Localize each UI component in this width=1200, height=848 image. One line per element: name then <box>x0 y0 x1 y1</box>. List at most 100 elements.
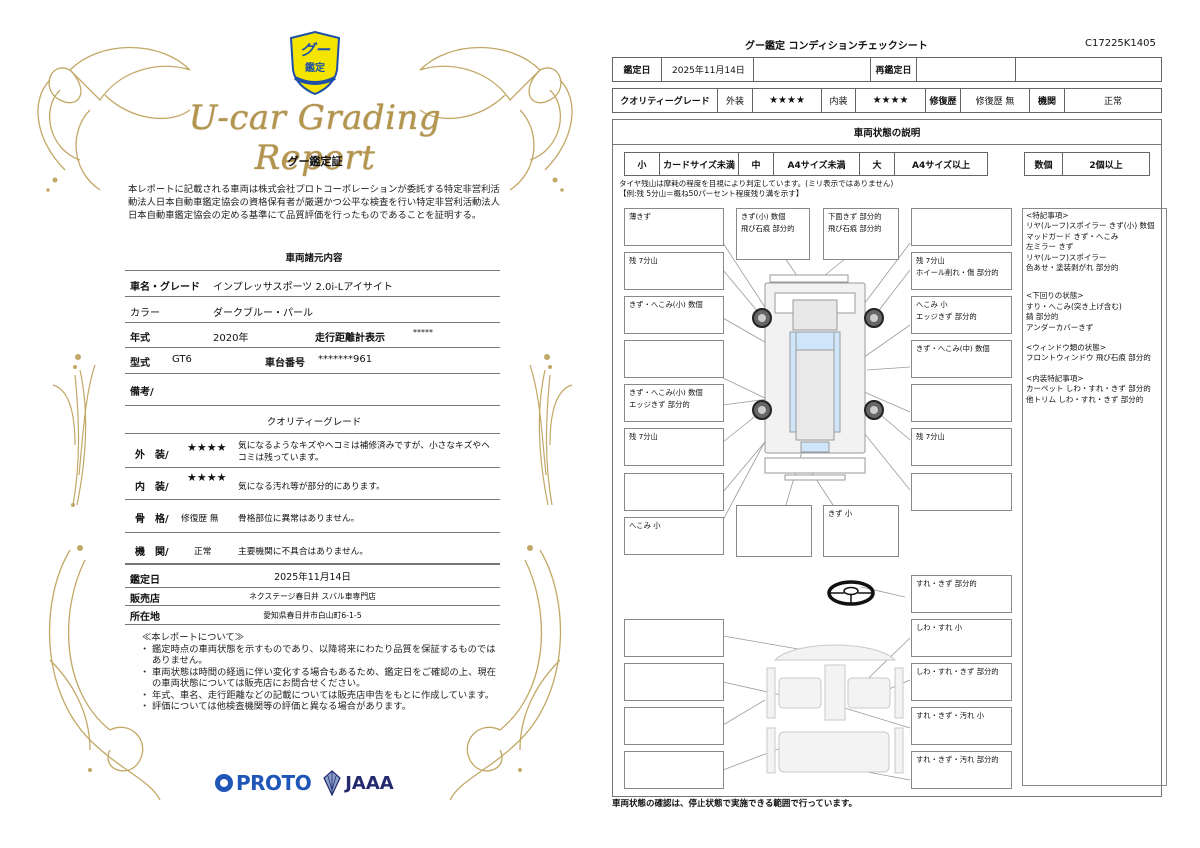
quality-exterior-desc: 気になるようなキズやヘコミは補修済みですが、小さなキズやヘコミは残っています。 <box>238 441 490 463</box>
legend-large-key: 大 <box>860 153 895 175</box>
inspection-info-table: 鑑定日 2025年11月14日 販売店 ネクステージ春日井 スバル車専門店 所在… <box>125 563 500 625</box>
dealer-value: ネクステージ春日井 スバル車専門店 <box>249 592 376 601</box>
damage-box-front-left-tire: 残 7分山 <box>624 252 724 290</box>
spec-row-model: 型式 GT6 車台番号 *******961 <box>125 347 500 373</box>
damage-text: 薄きず <box>629 212 651 221</box>
vehicle-condition-title: 車両状態の説明 <box>613 120 1161 145</box>
ornament-bottom-right-icon <box>449 545 562 801</box>
damage-text: 下面きず 部分的 <box>828 212 882 221</box>
ornament-right-sprig-icon <box>529 354 573 506</box>
size-legend: 小 カードサイズ未満 中 A4サイズ未満 大 A4サイズ以上 <box>624 152 988 176</box>
grid-date-value: 2025年11月14日 <box>662 58 754 81</box>
quality-frame-desc: 骨格部位に異常はありません。 <box>238 514 360 524</box>
count-legend: 数個 2個以上 <box>1024 152 1150 176</box>
tire-note: タイヤ残山は摩耗の程度を目視により判定しています。(ミリ表示ではありません) 【… <box>619 179 893 199</box>
spec-color-label: カラー <box>130 308 160 319</box>
spec-row-name: 車名・グレード インプレッサスポーツ 2.0i-Lアイサイト <box>125 270 500 296</box>
proto-mark-icon <box>215 774 233 792</box>
inspection-date-value: 2025年11月14日 <box>274 572 351 583</box>
grid-date-label: 鑑定日 <box>613 58 662 81</box>
damage-box-left-front-seat <box>624 663 724 701</box>
damage-box-right-front-door: きず・へこみ(中) 数個 <box>911 340 1012 378</box>
remarks-group-windows: <ウィンドウ類の状態> フロントウィンドウ 飛び石痕 部分的 <box>1026 343 1163 364</box>
quality-row-interior: 内 装/ ★★★★ 気になる汚れ等が部分的にあります。 <box>125 467 500 499</box>
damage-text: 飛び石痕 部分的 <box>828 224 882 233</box>
spec-row-remarks: 備考/ <box>125 373 500 405</box>
tire-note-line: タイヤ残山は摩耗の程度を目視により判定しています。(ミリ表示ではありません) <box>619 179 894 188</box>
remarks-heading: <内装特記事項> <box>1026 373 1084 383</box>
quality-exterior-grade: ★★★★ <box>187 441 227 454</box>
remarks-heading: <下回りの状態> <box>1026 291 1084 301</box>
spec-year-value: 2020年 <box>213 333 249 344</box>
damage-box-left-rear-fender <box>624 473 724 511</box>
damage-box-right-rear-fender <box>911 473 1012 511</box>
remarks-line: リヤ(ルーフ)スポイラー <box>1026 252 1107 262</box>
spec-name-label: 車名・グレード <box>130 282 200 293</box>
damage-text: すれ・きず・汚れ 部分的 <box>916 755 999 764</box>
spec-chassis-label: 車台番号 <box>265 358 305 369</box>
brand-logos: PROTO JAAA <box>215 770 394 796</box>
spec-remarks-label: 備考/ <box>130 387 154 398</box>
dealer-row: 販売店 ネクステージ春日井 スバル車専門店 <box>125 587 500 605</box>
grid-engine-value: 正常 <box>1103 97 1122 107</box>
ornament-bottom-left-icon <box>48 545 161 801</box>
grid-reinspect-label: 再鑑定日 <box>871 58 917 81</box>
remarks-line: 色あせ・塗装剥がれ 部分的 <box>1026 263 1119 273</box>
spec-model-label: 型式 <box>130 358 150 369</box>
proto-logo-text: PROTO <box>236 771 312 795</box>
damage-text: すれ・きず 部分的 <box>916 579 977 588</box>
legend-small-key: 小 <box>625 153 660 175</box>
quality-row-frame: 骨 格/ 修復歴 無 骨格部位に異常はありません。 <box>125 499 500 532</box>
grid-exterior-value: ★★★★ <box>753 89 822 112</box>
note-item: 年式、車名、走行距離などの記載については販売店申告をもとに作成しています。 <box>140 690 500 702</box>
divider <box>125 405 500 406</box>
vehicle-condition-frame: 車両状態の説明 <box>612 119 1162 797</box>
divider <box>125 564 500 565</box>
address-value: 愛知県春日井市白山町6-1-5 <box>263 611 362 620</box>
special-remarks-panel: <特記事項> リヤ(ルーフ)スポイラー きず(小) 数個 マッドガード きず・へ… <box>1022 208 1167 786</box>
damage-box-right-rear-door <box>911 384 1012 422</box>
quality-grade-grid: クオリティーグレード 外装 ★★★★ 内装 ★★★★ 修復歴 修復歴 無 機関 … <box>612 88 1162 113</box>
damage-text: ホイール削れ・傷 部分的 <box>916 268 999 277</box>
ornament-top-right-icon <box>419 46 573 192</box>
damage-box-steering: すれ・きず 部分的 <box>911 575 1012 613</box>
damage-box-left-front-door <box>624 340 724 378</box>
damage-text: すれ・きず・汚れ 小 <box>916 711 984 720</box>
certificate-intro: 本レポートに記載される車両は株式会社プロトコーポレーションが委託する特定非営利活… <box>128 184 500 221</box>
damage-box-right-front-seat: しわ・すれ 小 <box>911 619 1012 657</box>
legend-small-value: カードサイズ未満 <box>660 153 739 175</box>
remarks-line: リヤ(ルーフ)スポイラー きず(小) 数個 <box>1026 221 1155 231</box>
spec-color-value: ダークブルー・パール <box>213 308 313 319</box>
damage-text: きず・へこみ(小) 数個 <box>629 388 703 397</box>
inspection-date-grid: 鑑定日 2025年11月14日 再鑑定日 <box>612 57 1162 82</box>
damage-text: きず(小) 数個 <box>741 212 786 221</box>
quality-table: 外 装/ ★★★★ 気になるようなキズやヘコミは補修済みですが、小さなキズやヘコ… <box>125 433 500 565</box>
quality-row-exterior: 外 装/ ★★★★ 気になるようなキズやヘコミは補修済みですが、小さなキズやヘコ… <box>125 433 500 467</box>
grid-interior-value: ★★★★ <box>856 89 926 112</box>
ornament-left-sprig-icon <box>52 354 96 507</box>
damage-box-left-rear-corner: へこみ 小 <box>624 517 724 555</box>
spec-chassis-value: *******961 <box>318 354 373 365</box>
remarks-group-underbody: <下回りの状態> すり・へこみ(突き上げ含む) 錆 部分的 アンダーカバーきず <box>1026 291 1163 333</box>
grid-repair-value: 修復歴 無 <box>961 89 1030 112</box>
remarks-line: 他トリム しわ・すれ・きず 部分的 <box>1026 394 1144 404</box>
damage-box-left-rear-door: きず・へこみ(小) 数個エッジきず 部分的 <box>624 384 724 422</box>
remarks-line: カーペット しわ・すれ・きず 部分的 <box>1026 384 1151 394</box>
grid-blank-cell <box>1016 58 1161 81</box>
grid-engine-label: 機関 <box>1030 89 1065 112</box>
note-item: 鑑定時点の車両状態を示すものであり、以降将来にわたり品質を保証するものではありま… <box>140 644 500 667</box>
quality-section-title: クオリティーグレード <box>266 417 362 428</box>
quality-frame-label: 骨 格/ <box>135 514 169 525</box>
condition-check-sheet: グー鑑定 コンディションチェックシート C17225K1405 鑑定日 2025… <box>605 0 1200 848</box>
note-item: 評価については他検査機関等の評価と異なる場合があります。 <box>140 701 500 713</box>
damage-text: きず・へこみ(小) 数個 <box>629 300 703 309</box>
quality-interior-label: 内 装/ <box>135 482 169 493</box>
jaaa-logo: JAAA <box>323 770 394 796</box>
vehicle-spec-table: 車名・グレード インプレッサスポーツ 2.0i-Lアイサイト カラー ダークブル… <box>125 270 500 406</box>
spec-row-color: カラー ダークブルー・パール <box>125 296 500 322</box>
damage-text: へこみ 小 <box>916 300 948 309</box>
grading-report-page: グー 鑑定 U-car Grading Report グー鑑定証 本レポートに記… <box>0 0 600 848</box>
dealer-label: 販売店 <box>130 594 160 605</box>
damage-text: きず・へこみ(中) 数個 <box>916 344 990 353</box>
spec-mileage-label: 走行距離計表示 <box>315 333 385 344</box>
